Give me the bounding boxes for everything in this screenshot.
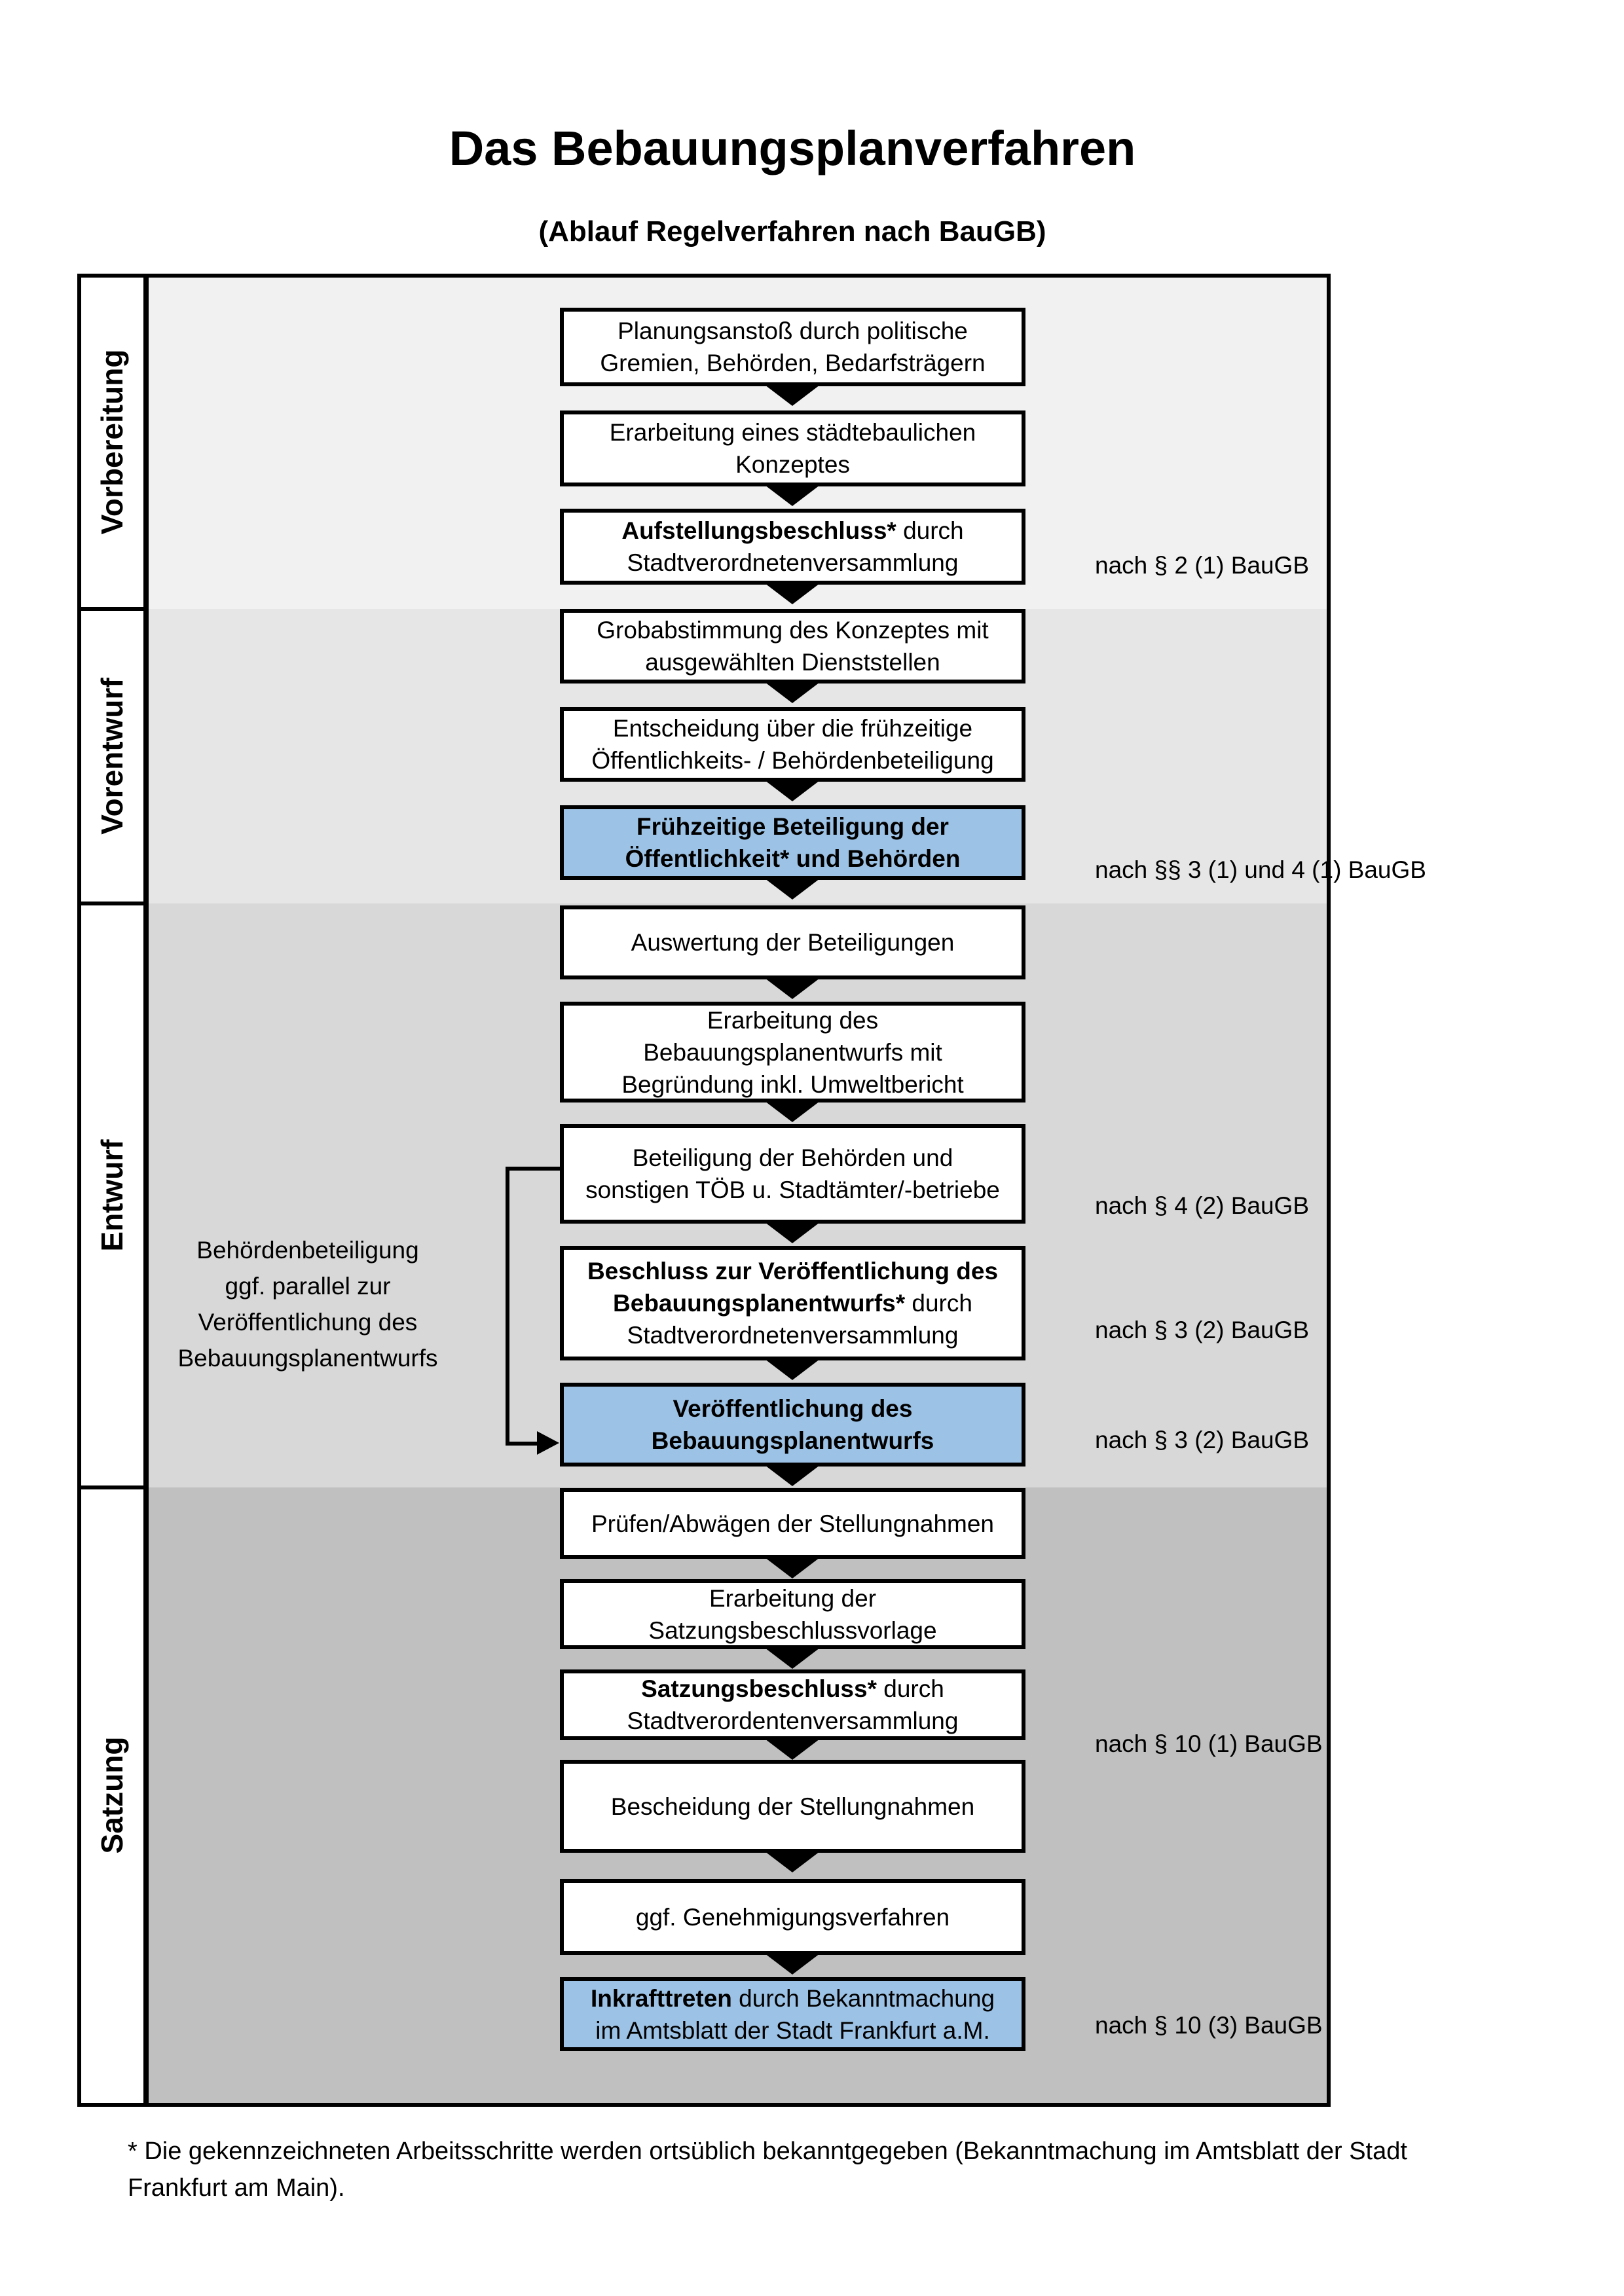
arrow-down-icon <box>765 682 820 703</box>
arrow-down-icon <box>765 1648 820 1669</box>
legal-reference: nach § 4 (2) BauGB <box>1095 1192 1310 1219</box>
legal-reference: nach § 3 (2) BauGB <box>1095 1427 1310 1453</box>
legal-reference: nach §§ 3 (1) und 4 (1) BauGB <box>1095 856 1426 883</box>
elbow-connector-vertical <box>506 1167 509 1446</box>
legal-reference: nach § 10 (1) BauGB <box>1095 1730 1323 1757</box>
legal-reference: nach § 10 (3) BauGB <box>1095 2012 1323 2039</box>
phase-cell-divider <box>81 607 143 611</box>
phase-label-column <box>81 278 143 2103</box>
arrow-down-icon <box>765 1359 820 1380</box>
phase-label-entwurf: Entwurf <box>95 1139 129 1252</box>
arrow-down-icon <box>765 385 820 406</box>
step-text: Prüfen/Abwägen der Stellungnahmen <box>591 1510 995 1537</box>
step-auswertung: Auswertung der Beteiligungen <box>560 905 1025 979</box>
legal-reference: nach § 2 (1) BauGB <box>1095 552 1310 579</box>
phase-column-divider <box>143 278 149 2103</box>
arrow-down-icon <box>765 1101 820 1122</box>
elbow-connector-top <box>506 1167 562 1171</box>
arrow-down-icon <box>765 1954 820 1975</box>
page-subtitle: (Ablauf Regelverfahren nach BauGB) <box>538 215 1046 247</box>
arrow-down-icon <box>765 1222 820 1243</box>
arrow-down-icon <box>765 1851 820 1872</box>
footnote-line: * Die gekennzeichneten Arbeitsschritte w… <box>128 2138 1407 2165</box>
arrow-down-icon <box>765 485 820 506</box>
arrow-down-icon <box>765 1558 820 1578</box>
step-text: ggf. Genehmigungsverfahren <box>635 1903 950 1931</box>
arrow-down-icon <box>765 1739 820 1760</box>
arrow-down-icon <box>765 780 820 801</box>
arrow-down-icon <box>765 879 820 900</box>
phase-label-vorbereitung: Vorbereitung <box>95 349 129 535</box>
arrow-down-icon <box>765 978 820 999</box>
step-text: Bescheidung der Stellungnahmen <box>610 1793 975 1820</box>
step-text: Auswertung der Beteiligungen <box>631 929 955 956</box>
arrow-down-icon <box>765 1465 820 1486</box>
phase-cell-divider <box>81 902 143 905</box>
elbow-connector-bottom <box>506 1442 538 1446</box>
phase-cell-divider <box>81 1485 143 1489</box>
page-title: Das Bebauungsplanverfahren <box>449 121 1136 175</box>
arrow-down-icon <box>765 583 820 604</box>
phase-label-satzung: Satzung <box>95 1736 129 1854</box>
step-bescheidung: Bescheidung der Stellungnahmen <box>560 1760 1025 1853</box>
step-genehmigungsverfahren: ggf. Genehmigungsverfahren <box>560 1879 1025 1955</box>
footnote-line: Frankfurt am Main). <box>128 2174 345 2202</box>
arrow-right-icon <box>537 1431 559 1455</box>
legal-reference: nach § 3 (2) BauGB <box>1095 1317 1310 1343</box>
phase-label-vorentwurf: Vorentwurf <box>95 678 129 835</box>
step-pruefen-abwaegen: Prüfen/Abwägen der Stellungnahmen <box>560 1488 1025 1559</box>
footnote: * Die gekennzeichneten Arbeitsschritte w… <box>128 2133 1562 2206</box>
